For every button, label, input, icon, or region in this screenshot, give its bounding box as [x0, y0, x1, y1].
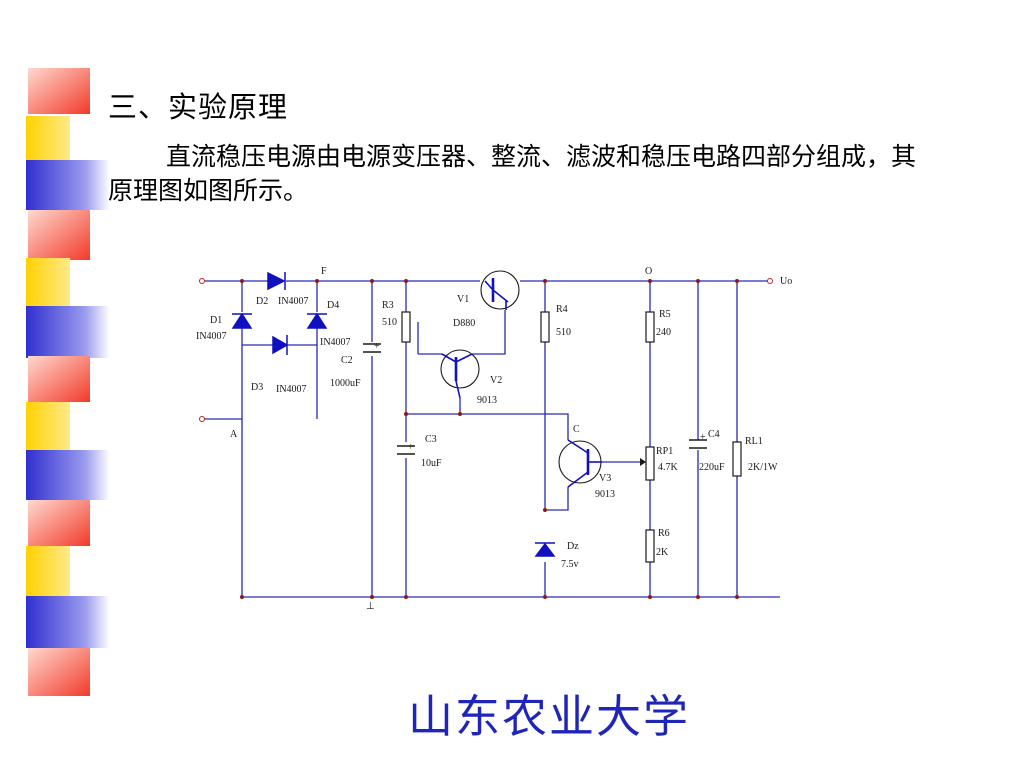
d4-part-label: IN4007: [320, 337, 351, 348]
paragraph-text: 直流稳压电源由电源变压器、整流、滤波和稳压电路四部分组成，其原理图如图所示。: [108, 142, 917, 205]
d1-part-label: IN4007: [196, 331, 227, 342]
schematic-labels: F O Uo A ⊥ D2 IN4007 D1 IN4007 D4 IN4007…: [196, 266, 792, 612]
c4-value-label: 220uF: [699, 462, 725, 473]
c3-value-label: 10uF: [421, 458, 442, 469]
transistor-v1-symbol: [480, 270, 520, 310]
transistor-v3-symbol: [558, 439, 602, 488]
blue-bar: [26, 160, 110, 210]
r4-id-label: R4: [556, 304, 568, 315]
capacitor-polarity-marks: + + +: [374, 341, 706, 453]
capacitors: [363, 343, 707, 455]
yellow-bar: [26, 546, 70, 596]
v2-part-label: 9013: [477, 395, 497, 406]
slide-title: 三、实验原理: [108, 90, 289, 124]
zener-dz-symbol: [534, 542, 556, 557]
node-uo-label: Uo: [780, 276, 792, 287]
dz-id-label: Dz: [567, 541, 579, 552]
d2-part-label: IN4007: [278, 296, 309, 307]
c2-value-label: 1000uF: [330, 378, 361, 389]
diode-d2-symbol: [267, 271, 286, 291]
node-f-label: F: [321, 266, 327, 277]
rp1-id-label: RP1: [656, 446, 673, 457]
d2-id-label: D2: [256, 296, 268, 307]
d1-id-label: D1: [210, 315, 222, 326]
svg-text:+: +: [700, 432, 706, 443]
c4-id-label: C4: [708, 429, 720, 440]
yellow-bar: [26, 258, 70, 308]
decorative-side-bars: [26, 68, 110, 696]
resistors: [401, 311, 742, 563]
node-c-label: C: [573, 424, 580, 435]
ground-symbol: ⊥: [366, 601, 375, 612]
r3-value-label: 510: [382, 317, 397, 328]
diode-d4-symbol: [306, 312, 328, 329]
node-o-label: O: [645, 266, 652, 277]
d4-id-label: D4: [327, 300, 339, 311]
red-bar: [28, 500, 90, 546]
university-name: 山东农业大学: [408, 690, 691, 743]
svg-text:+: +: [374, 341, 380, 352]
node-a-label: A: [230, 429, 238, 440]
yellow-bar: [26, 116, 70, 160]
c3-id-label: C3: [425, 434, 437, 445]
diode-d1-symbol: [231, 312, 253, 329]
node-dots: [240, 279, 739, 599]
v3-part-label: 9013: [595, 489, 615, 500]
rl1-value-label: 2K/1W: [748, 462, 778, 473]
dz-value-label: 7.5v: [561, 559, 579, 570]
red-bar: [28, 356, 90, 402]
diode-d3-symbol: [272, 335, 289, 355]
blue-bar: [26, 450, 110, 500]
v2-id-label: V2: [490, 375, 502, 386]
transistor-v2-symbol: [440, 349, 480, 399]
d3-id-label: D3: [251, 382, 263, 393]
blue-bar: [26, 306, 110, 358]
v1-id-label: V1: [457, 294, 469, 305]
rp1-value-label: 4.7K: [658, 462, 679, 473]
terminals: [199, 278, 773, 422]
v3-id-label: V3: [599, 473, 611, 484]
v1-part-label: D880: [453, 318, 475, 329]
d3-part-label: IN4007: [276, 384, 307, 395]
r3-id-label: R3: [382, 300, 394, 311]
c2-id-label: C2: [341, 355, 353, 366]
r5-value-label: 240: [656, 327, 671, 338]
slide-paragraph: 直流稳压电源由电源变压器、整流、滤波和稳压电路四部分组成，其原理图如图所示。: [108, 140, 920, 208]
red-bar: [28, 210, 90, 260]
r4-value-label: 510: [556, 327, 571, 338]
blue-bar: [26, 596, 110, 648]
red-bar: [28, 68, 90, 114]
regulated-power-supply-schematic: + + + F O Uo A ⊥ D2 IN4007 D1 IN4007 D4 IN…: [196, 266, 792, 612]
r5-id-label: R5: [659, 309, 671, 320]
r6-id-label: R6: [658, 528, 670, 539]
rp1-wiper-arrow: [640, 458, 646, 466]
wires: [204, 280, 780, 598]
svg-text:+: +: [408, 442, 414, 453]
red-bar: [28, 648, 90, 696]
yellow-bar: [26, 402, 70, 450]
r6-value-label: 2K: [656, 547, 669, 558]
rl1-id-label: RL1: [745, 436, 763, 447]
